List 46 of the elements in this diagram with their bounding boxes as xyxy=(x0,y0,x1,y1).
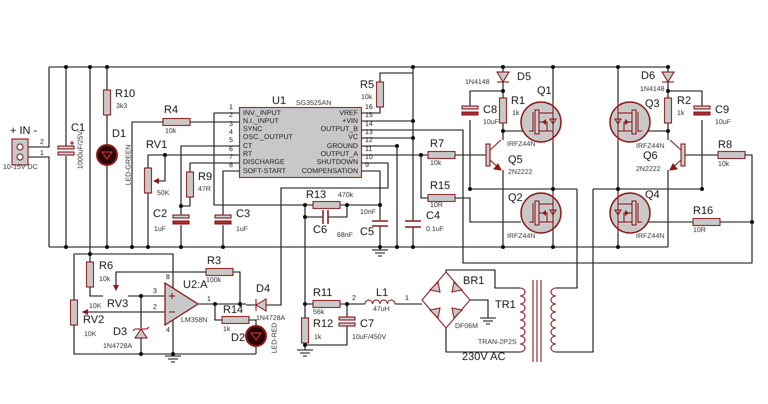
component-designator: R16 xyxy=(693,206,714,217)
component-designator: D2 xyxy=(231,333,246,344)
component-designator: C3 xyxy=(236,209,250,220)
component-designator: Q1 xyxy=(537,86,552,97)
component-designator: C8 xyxy=(483,105,498,116)
component-designator: R5 xyxy=(360,80,374,91)
component-designator: C5 xyxy=(360,227,374,238)
component-designator: BR1 xyxy=(463,276,484,287)
component-designator: Q3 xyxy=(645,99,660,110)
component-designator: RV2 xyxy=(83,315,104,326)
component-designator: TR1 xyxy=(495,300,516,311)
component-designator: R15 xyxy=(430,181,450,192)
component-designator: Q4 xyxy=(645,190,660,201)
component-designator: R2 xyxy=(677,96,692,107)
component-designator: R3 xyxy=(207,256,222,267)
component-designator: C4 xyxy=(426,211,440,222)
component-designator: D6 xyxy=(641,71,656,82)
component-designator: R10 xyxy=(115,89,136,100)
annotation-text: 230V AC xyxy=(462,352,506,363)
component-designator: RV3 xyxy=(107,299,128,310)
component-designator: D3 xyxy=(113,327,128,338)
component-designator: Q6 xyxy=(643,151,658,162)
component-designator: U2:A xyxy=(183,280,208,291)
component-designator: Q5 xyxy=(508,155,523,166)
component-designator: C9 xyxy=(715,105,730,116)
component-designator: D5 xyxy=(517,72,532,83)
component-designator: Q2 xyxy=(508,193,523,204)
component-designator: R14 xyxy=(223,305,244,316)
annotation-text: + IN - xyxy=(10,126,38,137)
component-designator: RV1 xyxy=(146,140,168,151)
component-designator: U1 xyxy=(272,94,286,109)
component-designator: C6 xyxy=(313,225,328,236)
component-designator: C2 xyxy=(153,209,168,220)
component-designator: R11 xyxy=(313,288,332,299)
component-designator: L1 xyxy=(376,288,388,299)
component-designator: R1 xyxy=(511,96,526,107)
component-designator: R12 xyxy=(313,319,334,330)
component-designator: C7 xyxy=(360,319,374,330)
component-designator: R13 xyxy=(306,190,326,201)
component-designator: R6 xyxy=(99,261,114,272)
component-designator: R7 xyxy=(430,139,444,150)
component-designator: R9 xyxy=(198,172,212,183)
component-designator: D4 xyxy=(256,284,270,295)
component-designator: R4 xyxy=(164,105,178,116)
component-designator: D1 xyxy=(112,129,126,140)
component-designator: R8 xyxy=(718,140,732,151)
